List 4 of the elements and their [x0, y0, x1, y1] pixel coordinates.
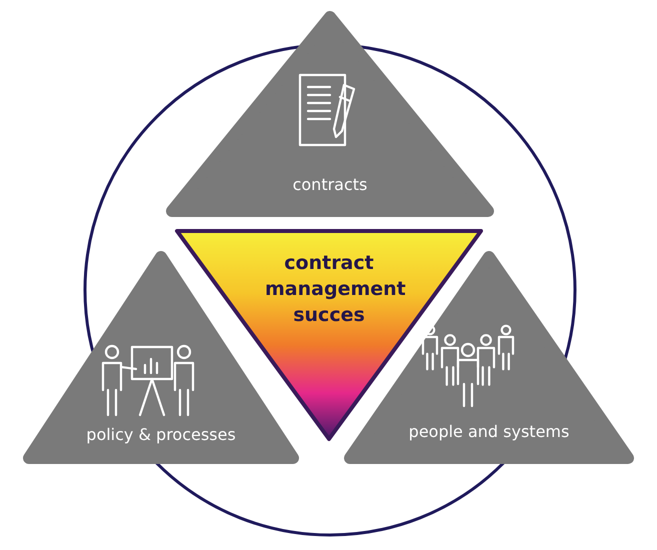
triangle-label: policy & processes	[85, 425, 237, 445]
triangle-label: people and systems	[408, 422, 570, 442]
center-title: contract management succes	[264, 251, 407, 328]
triangle-label: contracts	[292, 175, 368, 195]
